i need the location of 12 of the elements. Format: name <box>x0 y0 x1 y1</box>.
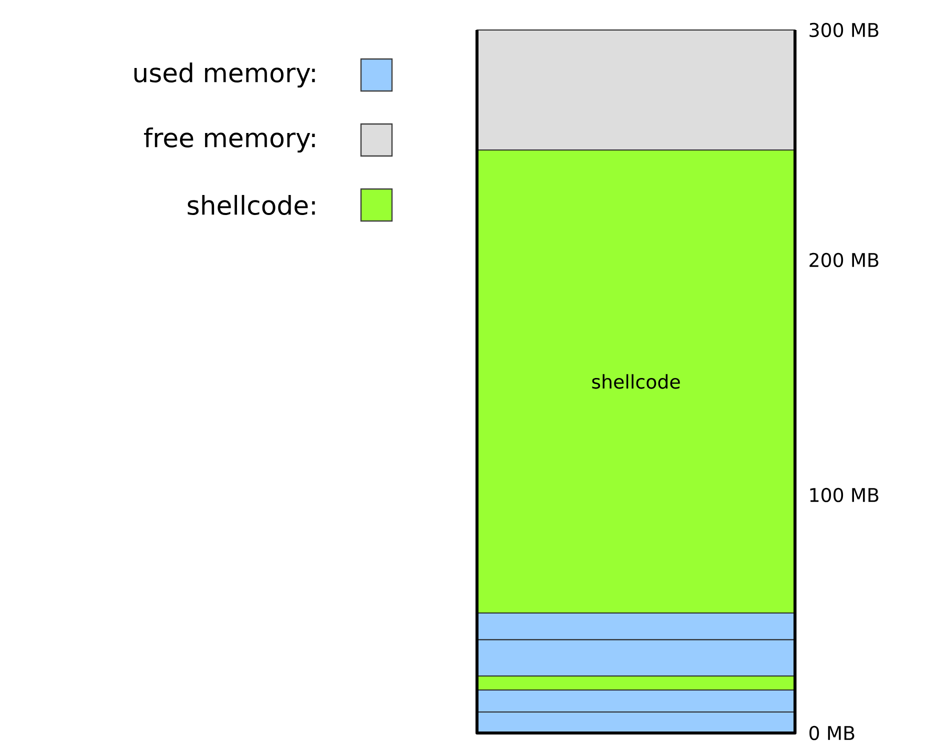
shellcode-band: shellcode <box>476 150 796 614</box>
memory-band <box>476 639 796 677</box>
memory-band <box>476 690 796 712</box>
axis-label: 300 MB <box>810 22 878 38</box>
memory-band <box>476 712 796 734</box>
legend-label: used memory: <box>134 62 315 88</box>
memory-band <box>476 30 796 150</box>
memory-band <box>476 612 796 640</box>
memory-band <box>476 676 796 690</box>
legend-label: free memory: <box>144 127 315 153</box>
legend-label: shellcode: <box>188 194 315 216</box>
axis-label: 0 MB <box>809 726 854 740</box>
